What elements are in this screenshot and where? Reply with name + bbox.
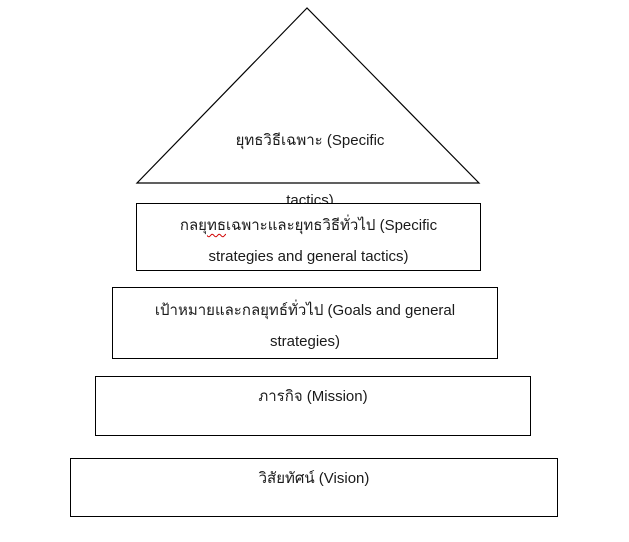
level-goals-line1: เป้าหมายและกลยุทธ์ทั่วไป (Goals and gene…: [154, 302, 456, 319]
level-specific-strategies: กลยุทธเฉพาะและยุทธวิธีทั่วไป (Specific s…: [136, 203, 481, 271]
level-mission-line1: ภารกิจ (Mission): [258, 388, 368, 405]
level-specific-strategies-line1: กลยุทธเฉพาะและยุทธวิธีทั่วไป (Specific: [180, 210, 437, 241]
level-specific-strategies-line1-post: เฉพาะและยุทธวิธีทั่วไป (Specific: [226, 217, 438, 234]
apex-triangle-shape: [135, 7, 481, 184]
level-mission: ภารกิจ (Mission): [95, 376, 531, 436]
level-vision: วิสัยทัศน์ (Vision): [70, 458, 558, 517]
level-specific-strategies-line1-pre: กลยุ: [179, 217, 207, 234]
level-vision-line1: วิสัยทัศน์ (Vision): [258, 470, 370, 487]
spellcheck-marked-word: ทธ: [206, 217, 226, 234]
level-specific-strategies-line2: strategies and general tactics): [208, 248, 409, 265]
apex-label-line1: ยุทธวิธีเฉพาะ (Specific: [235, 132, 385, 149]
level-goals: เป้าหมายและกลยุทธ์ทั่วไป (Goals and gene…: [112, 287, 498, 359]
level-goals-line2: strategies): [269, 333, 341, 350]
